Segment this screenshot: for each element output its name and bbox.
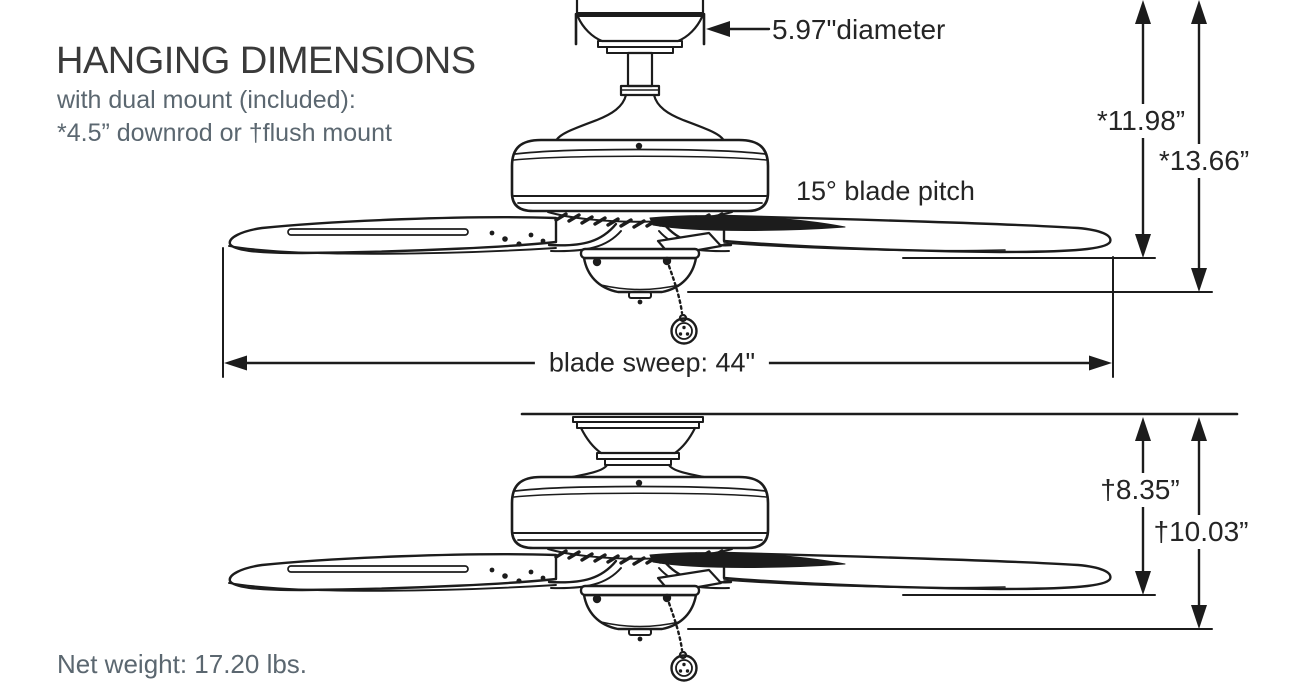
subtitle-line-2: *4.5” downrod or †flush mount [57,119,392,147]
flush-dimension-lines [687,417,1213,630]
downrod-height-overall-label: *13.66” [1153,144,1255,178]
canopy-diameter-label: 5.97"diameter [772,14,946,45]
downrod-fan-drawing [554,0,726,143]
net-weight-label: Net weight: 17.20 lbs. [57,649,308,679]
subtitle-line-1: with dual mount (included): [57,86,356,114]
downrod-height-to-blade-label: *11.98” [1091,104,1191,138]
blade-sweep-label: blade sweep: 44" [534,346,770,380]
page-title: HANGING DIMENSIONS [56,40,476,82]
flush-height-overall-label: †10.03” [1148,515,1254,549]
flush-height-to-blade-label: †8.35” [1095,473,1185,507]
subtitle: with dual mount (included): *4.5” downro… [57,84,392,150]
flush-fan-drawing [520,412,1239,481]
downrod-dimension-lines [222,0,1213,378]
blade-pitch-label: 15° blade pitch [796,176,975,206]
